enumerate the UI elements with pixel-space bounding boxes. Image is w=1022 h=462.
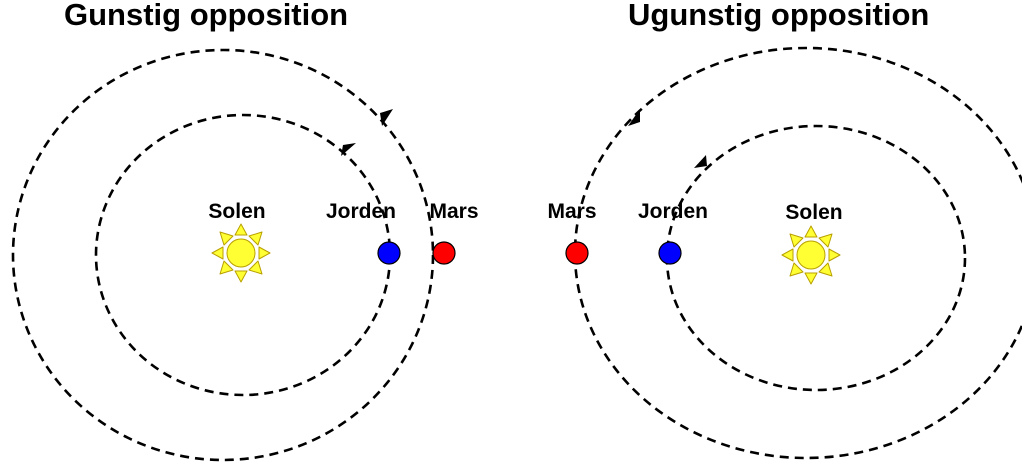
sun-label: Solen: [785, 201, 842, 224]
sun-label: Solen: [208, 200, 265, 223]
panel-title: Gunstig opposition: [64, 0, 348, 32]
panel-favourable: Gunstig opposition Solen Jorden Mars: [11, 0, 479, 462]
earth-label: Jorden: [326, 200, 396, 223]
mars-label: Mars: [429, 200, 478, 223]
earth-orbit-direction-arrow: [341, 143, 356, 156]
earth-orbit-direction-arrow: [694, 155, 707, 168]
mars-planet: [432, 241, 456, 265]
mars-orbit-direction-arrow: [380, 109, 393, 126]
panel-unfavourable: Ugunstig opposition Mars Jorden Solen: [547, 0, 1022, 460]
earth-planet: [377, 241, 401, 265]
mars-orbit-direction-arrow: [628, 109, 640, 126]
earth-planet: [658, 241, 682, 265]
mars-label: Mars: [547, 200, 596, 223]
sun-icon: [211, 223, 271, 283]
earth-label: Jorden: [638, 200, 708, 223]
panel-title: Ugunstig opposition: [628, 0, 929, 32]
mars-planet: [565, 241, 589, 265]
sun-icon: [781, 225, 841, 285]
mars-orbit: [573, 46, 1022, 460]
